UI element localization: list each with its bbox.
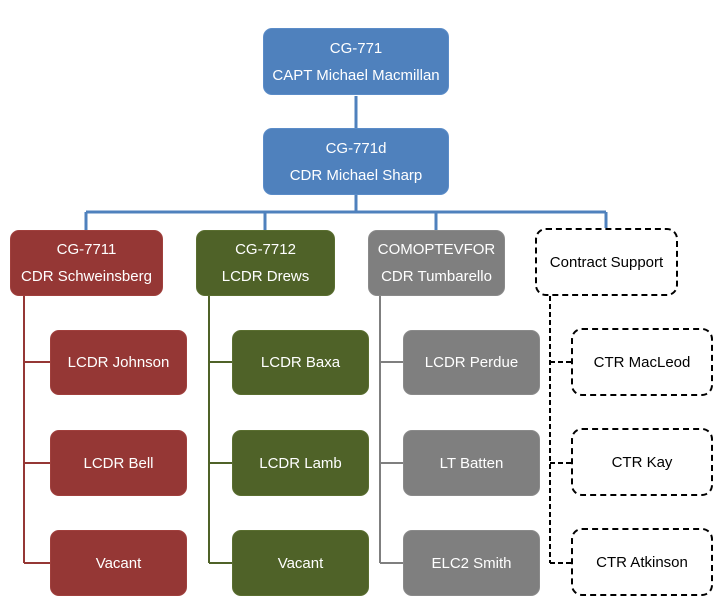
member-name: CTR MacLeod xyxy=(593,353,691,371)
node-member: ELC2 Smith xyxy=(403,530,540,596)
member-name: LCDR Bell xyxy=(83,454,154,472)
node-name: CDR Michael Sharp xyxy=(289,166,423,184)
node-member: LCDR Baxa xyxy=(232,330,369,395)
node-code: CG-771 xyxy=(329,39,383,57)
node-member: Vacant xyxy=(232,530,369,596)
node-cg-771: CG-771 CAPT Michael Macmillan xyxy=(263,28,449,95)
node-member: CTR Atkinson xyxy=(571,528,713,596)
node-member: LCDR Johnson xyxy=(50,330,187,395)
node-name: Contract Support xyxy=(549,253,664,271)
member-name: LT Batten xyxy=(439,454,504,472)
node-name: LCDR Drews xyxy=(221,268,310,285)
member-name: CTR Atkinson xyxy=(596,553,688,571)
member-name: LCDR Perdue xyxy=(424,354,519,371)
node-member: LT Batten xyxy=(403,430,540,496)
node-cg-771d: CG-771d CDR Michael Sharp xyxy=(263,128,449,195)
node-name: CAPT Michael Macmillan xyxy=(272,66,440,84)
member-name: Vacant xyxy=(95,554,142,572)
node-member: CTR MacLeod xyxy=(571,328,713,396)
member-name: LCDR Lamb xyxy=(259,454,342,472)
node-member: CTR Kay xyxy=(571,428,713,496)
node-name: CDR Tumbarello xyxy=(381,268,492,285)
node-code: CG-7712 xyxy=(235,241,296,258)
node-cg-7711: CG-7711 CDR Schweinsberg xyxy=(10,230,163,296)
node-code: CG-771d xyxy=(325,139,387,157)
node-member: LCDR Lamb xyxy=(232,430,369,496)
member-name: ELC2 Smith xyxy=(431,554,512,572)
member-name: CTR Kay xyxy=(611,453,673,471)
node-code: COMOPTEVFOR xyxy=(377,241,496,258)
member-name: LCDR Baxa xyxy=(260,354,341,371)
member-name: LCDR Johnson xyxy=(67,354,170,371)
node-cg-7712: CG-7712 LCDR Drews xyxy=(196,230,335,296)
node-comoptevfor: COMOPTEVFOR CDR Tumbarello xyxy=(368,230,505,296)
member-name: Vacant xyxy=(277,554,324,572)
node-member: Vacant xyxy=(50,530,187,596)
node-member: LCDR Bell xyxy=(50,430,187,496)
node-code: CG-7711 xyxy=(56,241,117,258)
node-member: LCDR Perdue xyxy=(403,330,540,395)
node-name: CDR Schweinsberg xyxy=(21,268,152,285)
node-contract-support: Contract Support xyxy=(535,228,678,296)
